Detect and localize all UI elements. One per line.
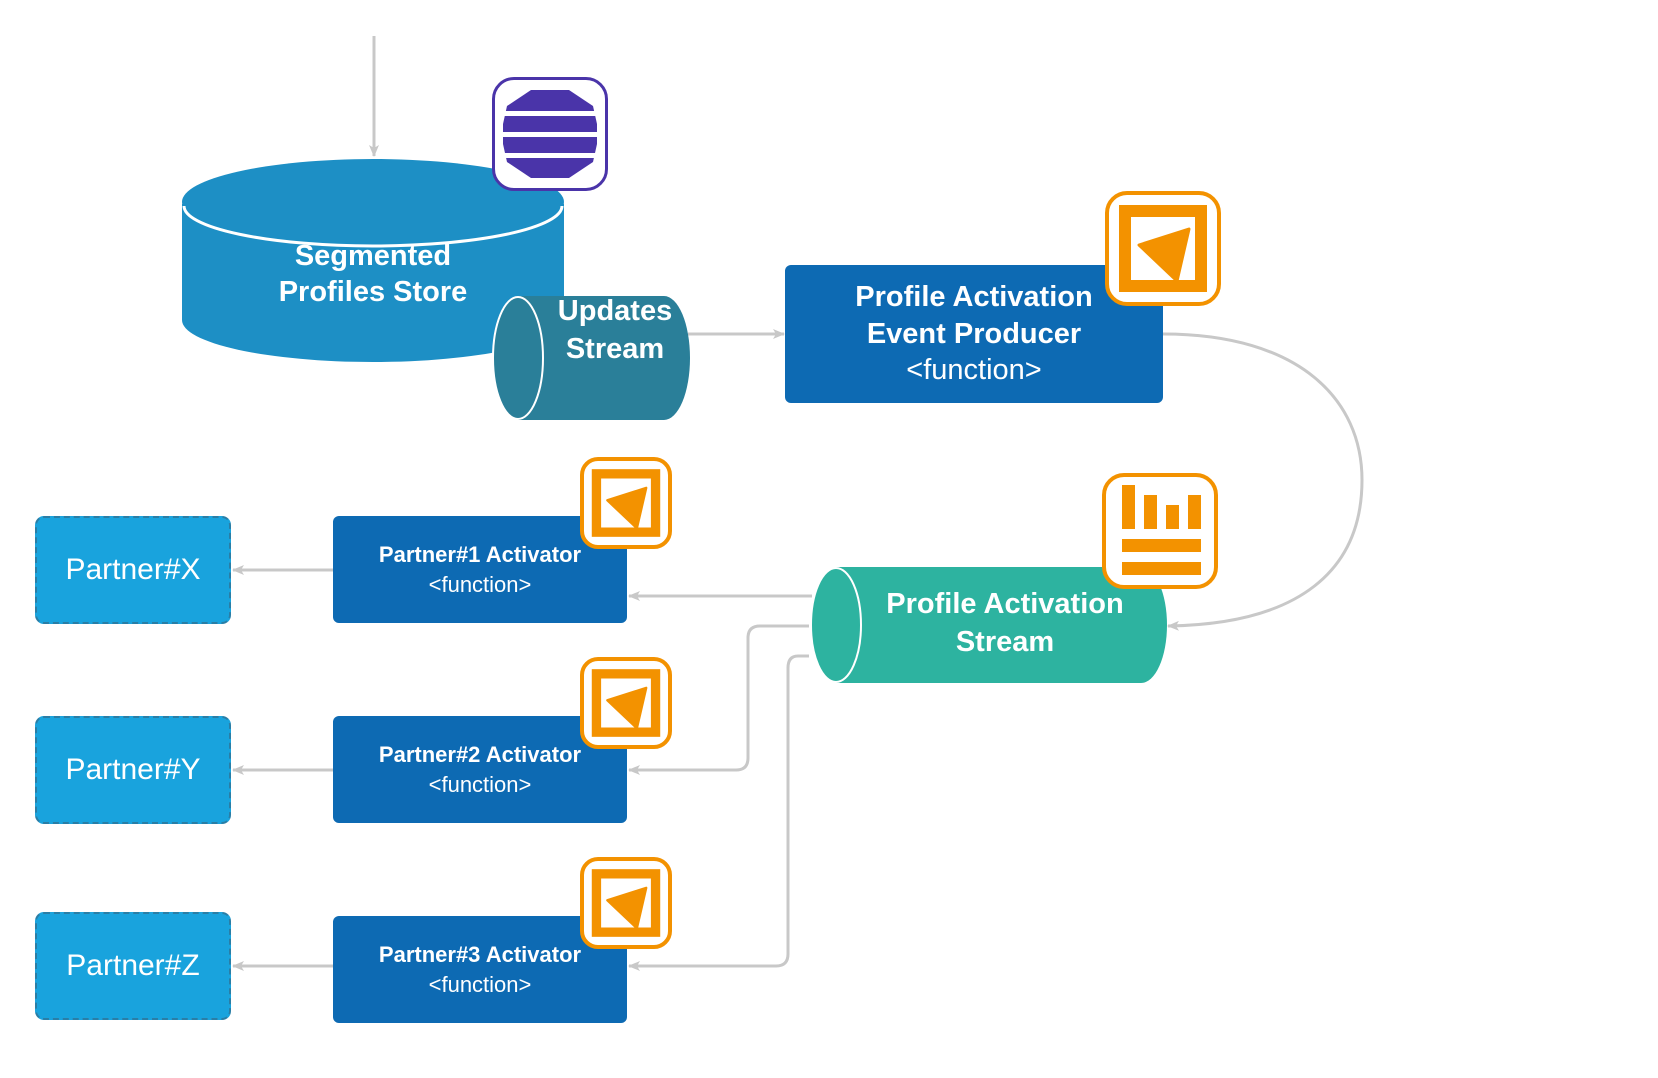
segmented-profiles-store[interactable] (182, 159, 564, 362)
connector-producer-to-activation-stream (1162, 332, 1364, 631)
updates-stream-line1: Updates (557, 295, 673, 327)
connector-stream-to-activator3 (628, 654, 809, 971)
activation-stream-label: Profile Activation Stream (860, 586, 1150, 661)
partner-z[interactable]: Partner#Z (35, 912, 231, 1020)
activator-type: <function> (428, 971, 532, 997)
producer-title-line1: Profile Activation (855, 280, 1093, 313)
lambda-function-icon (580, 457, 672, 549)
event-producer-function[interactable]: Profile Activation Event Producer <funct… (785, 265, 1163, 403)
partner-y[interactable]: Partner#Y (35, 716, 231, 824)
partner-x[interactable]: Partner#X (35, 516, 231, 624)
partner-label: Partner#Z (66, 949, 200, 982)
lambda-function-icon (1105, 191, 1221, 306)
partner-label: Partner#Y (65, 753, 201, 786)
producer-title-line2: Event Producer (866, 317, 1082, 350)
connector-stream-to-activator2 (628, 624, 809, 775)
lambda-function-icon (580, 857, 672, 949)
updates-stream[interactable] (492, 296, 690, 420)
activation-stream-line1: Profile Activation (886, 588, 1124, 620)
profile-activation-stream[interactable] (810, 567, 1167, 683)
lambda-function-icon (580, 657, 672, 749)
partner2-activator[interactable]: Partner#2 Activator <function> (333, 716, 627, 823)
partner3-activator[interactable]: Partner#3 Activator <function> (333, 916, 627, 1023)
store-label-line1: Segmented (294, 240, 452, 272)
store-label: Segmented Profiles Store (182, 238, 564, 311)
updates-stream-label: Updates Stream (545, 293, 685, 368)
activator-title: Partner#2 Activator (378, 741, 582, 767)
database-octagon-icon (492, 77, 608, 191)
partner1-activator[interactable]: Partner#1 Activator <function> (333, 516, 627, 623)
activation-stream-line2: Stream (955, 625, 1055, 658)
activator-type: <function> (428, 571, 532, 597)
producer-type: <function> (906, 354, 1042, 387)
activator-type: <function> (428, 771, 532, 797)
activator-title: Partner#1 Activator (378, 541, 582, 567)
store-label-line2: Profiles Store (278, 276, 468, 309)
activator-title: Partner#3 Activator (378, 941, 582, 967)
partner-label: Partner#X (65, 553, 201, 586)
updates-stream-line2: Stream (565, 332, 665, 365)
stream-bars-icon (1102, 473, 1218, 589)
